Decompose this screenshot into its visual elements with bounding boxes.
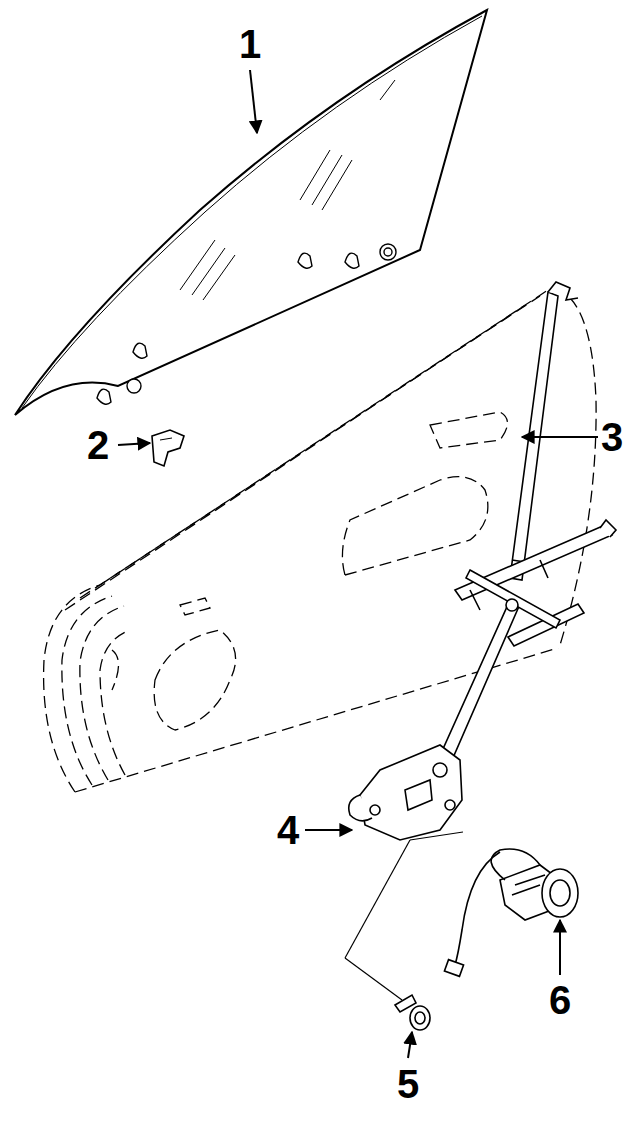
callout-number: 2: [87, 423, 109, 467]
callout-number: 1: [239, 22, 261, 66]
callout-number: 4: [277, 808, 299, 852]
callout-number: 5: [397, 1062, 419, 1106]
callout-number: 6: [549, 978, 571, 1022]
callout-number: 3: [601, 415, 623, 459]
